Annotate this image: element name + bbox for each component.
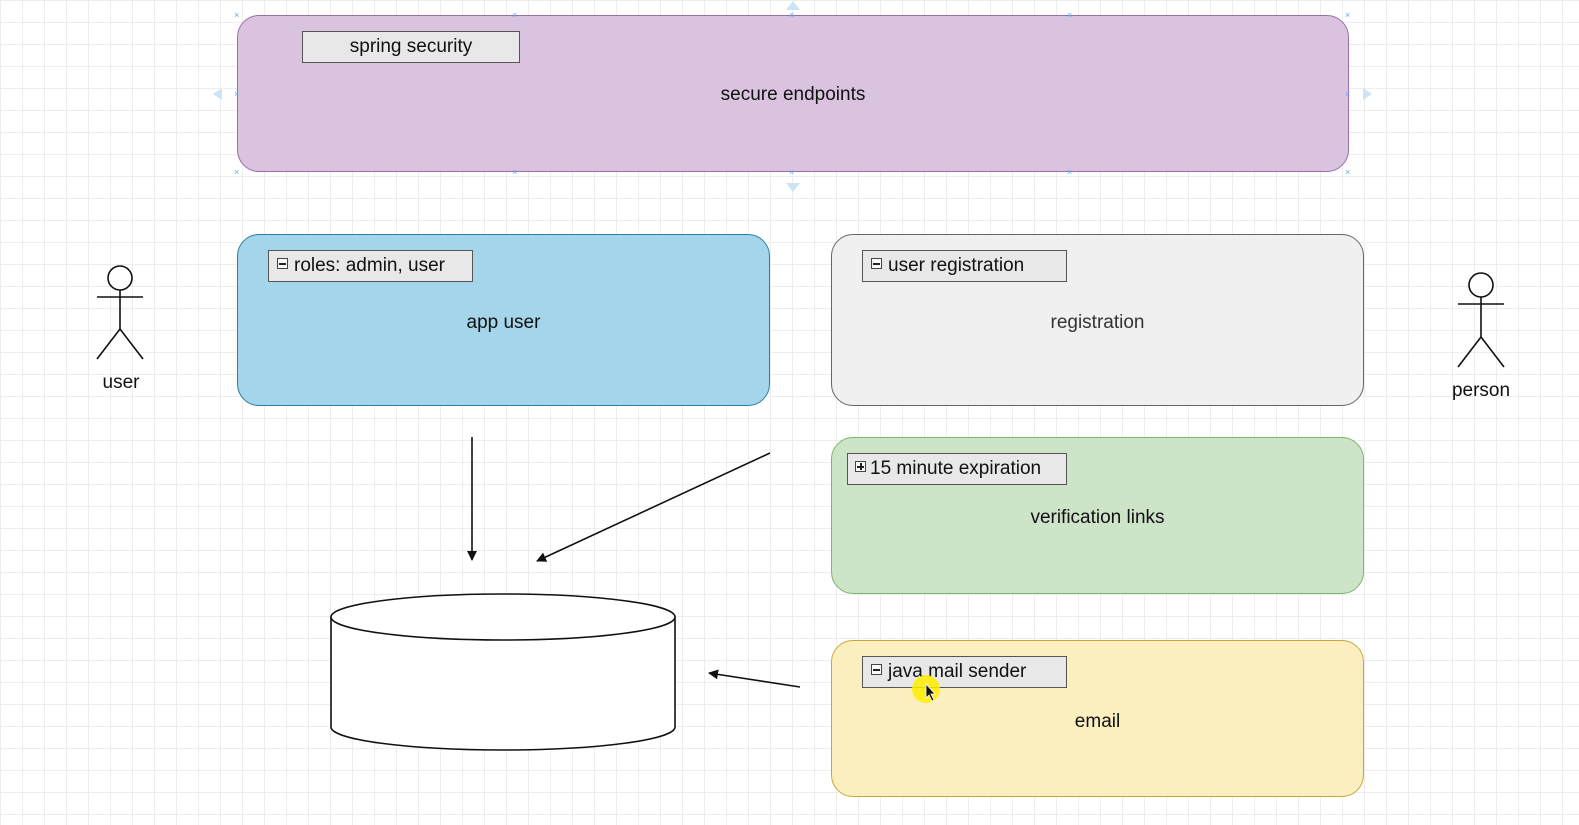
selection-handle-icon[interactable]: × [1067, 10, 1073, 20]
selection-handle-icon[interactable]: × [1345, 167, 1351, 177]
selection-handle-icon[interactable]: × [789, 167, 795, 177]
expiration-tag-text: 15 minute expiration [870, 458, 1042, 479]
selection-handle-icon[interactable]: × [512, 10, 518, 20]
user-registration-tag[interactable]: user registration [862, 250, 1067, 282]
app-user-container[interactable]: roles: admin, user app user [237, 234, 770, 406]
selection-handle-icon[interactable]: × [789, 10, 795, 20]
user-actor-icon[interactable] [96, 265, 144, 360]
database-cylinder-icon[interactable] [330, 593, 676, 751]
selection-handle-icon[interactable]: × [512, 167, 518, 177]
registration-container[interactable]: user registration registration [831, 234, 1364, 406]
app-user-label: app user [466, 312, 541, 333]
roles-tag[interactable]: roles: admin, user [268, 250, 473, 282]
cursor-highlight [912, 675, 940, 703]
collapse-icon[interactable] [277, 258, 288, 269]
email-label: email [1074, 711, 1121, 732]
expand-icon[interactable] [855, 461, 866, 472]
registration-to-database-arrow [536, 452, 771, 562]
selection-handle-icon[interactable]: × [1345, 89, 1351, 99]
spring-security-tag-text: spring security [349, 36, 473, 57]
selection-handle-icon[interactable]: × [234, 10, 240, 20]
secure-endpoints-label: secure endpoints [720, 84, 866, 105]
spring-security-tag[interactable]: spring security [302, 31, 520, 63]
verification-links-container[interactable]: 15 minute expiration verification links [831, 437, 1364, 594]
verification-links-label: verification links [1030, 507, 1165, 528]
selection-handle-icon[interactable]: × [1345, 10, 1351, 20]
registration-label: registration [1050, 312, 1145, 333]
java-mail-sender-tag[interactable]: java mail sender [862, 656, 1067, 688]
user-registration-tag-text: user registration [888, 255, 1025, 276]
collapse-icon[interactable] [871, 664, 882, 675]
user-actor-label: user [102, 372, 140, 393]
secure-endpoints-container[interactable]: spring security secure endpoints [237, 15, 1349, 172]
java-mail-sender-tag-text: java mail sender [888, 661, 1027, 682]
expiration-tag[interactable]: 15 minute expiration [847, 453, 1067, 485]
selection-handle-icon[interactable]: × [1067, 167, 1073, 177]
selection-handle-icon[interactable]: × [234, 89, 240, 99]
email-container[interactable]: java mail sender email [831, 640, 1364, 797]
collapse-icon[interactable] [871, 258, 882, 269]
person-actor-label: person [1451, 380, 1511, 401]
email-to-database-arrow [708, 669, 801, 688]
selection-handle-icon[interactable]: × [234, 167, 240, 177]
person-actor-icon[interactable] [1457, 272, 1505, 368]
roles-tag-text: roles: admin, user [294, 255, 446, 276]
